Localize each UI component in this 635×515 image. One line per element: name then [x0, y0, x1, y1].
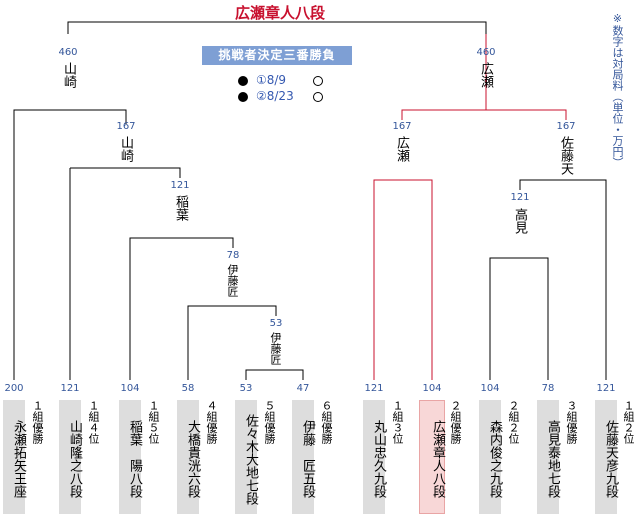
player-fee: 47 — [296, 383, 310, 394]
player-name-box-highlighted: 広瀬章人八段 — [419, 400, 445, 514]
bracket-line — [67, 21, 487, 34]
player-fee: 200 — [4, 383, 24, 394]
player-qualification: １組２位 — [622, 400, 635, 444]
player-fee: 121 — [364, 383, 384, 394]
player-name-box: 山崎隆之八段 — [59, 400, 82, 514]
game2-left-result — [238, 92, 248, 102]
player-fee: 104 — [422, 383, 442, 394]
game1-right-result — [313, 76, 323, 86]
player-fee: 104 — [120, 383, 140, 394]
player-qualification: ６組優勝 — [320, 400, 333, 444]
round-fee: 121 — [170, 180, 190, 191]
bracket-line — [373, 179, 433, 380]
player-name-box: 永瀬拓矢王座 — [3, 400, 26, 514]
player-qualification: ５組優勝 — [263, 400, 276, 444]
player-name-box: 森内俊之九段 — [479, 400, 502, 514]
round-fee: 121 — [510, 192, 530, 203]
player-qualification: １組３位 — [391, 400, 404, 444]
player-name-box: 丸山忠久九段 — [363, 400, 386, 514]
player-name-box: 高見泰地七段 — [537, 400, 560, 514]
round-fee: 78 — [226, 250, 240, 261]
round-fee: 167 — [392, 121, 412, 132]
round-winner: 伊藤匠 — [269, 332, 282, 365]
round-winner: 佐藤天 — [558, 136, 573, 175]
bracket-line — [401, 109, 567, 120]
player-qualification: ４組優勝 — [205, 400, 218, 444]
round-winner: 山崎 — [118, 136, 133, 162]
player-fee: 53 — [239, 383, 253, 394]
round-winner: 伊藤匠 — [226, 264, 239, 297]
game1-left-result — [238, 76, 248, 86]
bracket-line — [245, 369, 304, 380]
round-winner: 広瀬 — [394, 136, 409, 162]
bracket-line — [489, 257, 549, 380]
player-name-box: 伊藤 匠五段 — [292, 400, 315, 514]
round-winner: 高見 — [512, 208, 527, 234]
bracket-line — [519, 179, 607, 380]
player-name-box: 佐々木大地七段 — [235, 400, 258, 514]
player-fee: 121 — [60, 383, 80, 394]
player-name-box: 稲葉 陽八段 — [119, 400, 142, 514]
final-right-fee: 460 — [476, 47, 496, 58]
bracket-line — [13, 109, 127, 380]
player-fee: 104 — [480, 383, 500, 394]
bracket-winner-title: 広瀬章人八段 — [234, 4, 325, 22]
player-name-box: 佐藤天彦九段 — [595, 400, 618, 514]
game1-label: ①8/9 — [256, 73, 287, 87]
player-fee: 58 — [181, 383, 195, 394]
game2-right-result — [313, 92, 323, 102]
player-qualification: ３組優勝 — [565, 400, 578, 444]
player-fee: 78 — [541, 383, 555, 394]
round-fee: 53 — [269, 318, 283, 329]
round-fee: 167 — [116, 121, 136, 132]
round-fee: 167 — [556, 121, 576, 132]
final-left-fee: 460 — [58, 47, 78, 58]
player-fee: 121 — [596, 383, 616, 394]
game2-label: ②8/23 — [256, 89, 294, 103]
player-qualification: ２組優勝 — [449, 400, 462, 444]
final-right-name: 広瀬 — [478, 62, 493, 88]
bracket-line — [129, 237, 234, 380]
player-qualification: １組４位 — [87, 400, 100, 444]
fee-note: ※数字は対局料（単位・万円） — [611, 12, 624, 168]
round-winner: 稲葉 — [173, 195, 188, 221]
player-qualification: ２組２位 — [507, 400, 520, 444]
bracket-line — [187, 305, 277, 380]
player-name-box: 大橋貴洸六段 — [177, 400, 200, 514]
player-qualification: １組５位 — [147, 400, 160, 444]
player-qualification: １組優勝 — [31, 400, 44, 444]
challenger-match-banner: 挑戦者決定三番勝負 — [202, 46, 352, 65]
bracket-line — [70, 167, 181, 178]
final-left-name: 山崎 — [61, 62, 76, 88]
